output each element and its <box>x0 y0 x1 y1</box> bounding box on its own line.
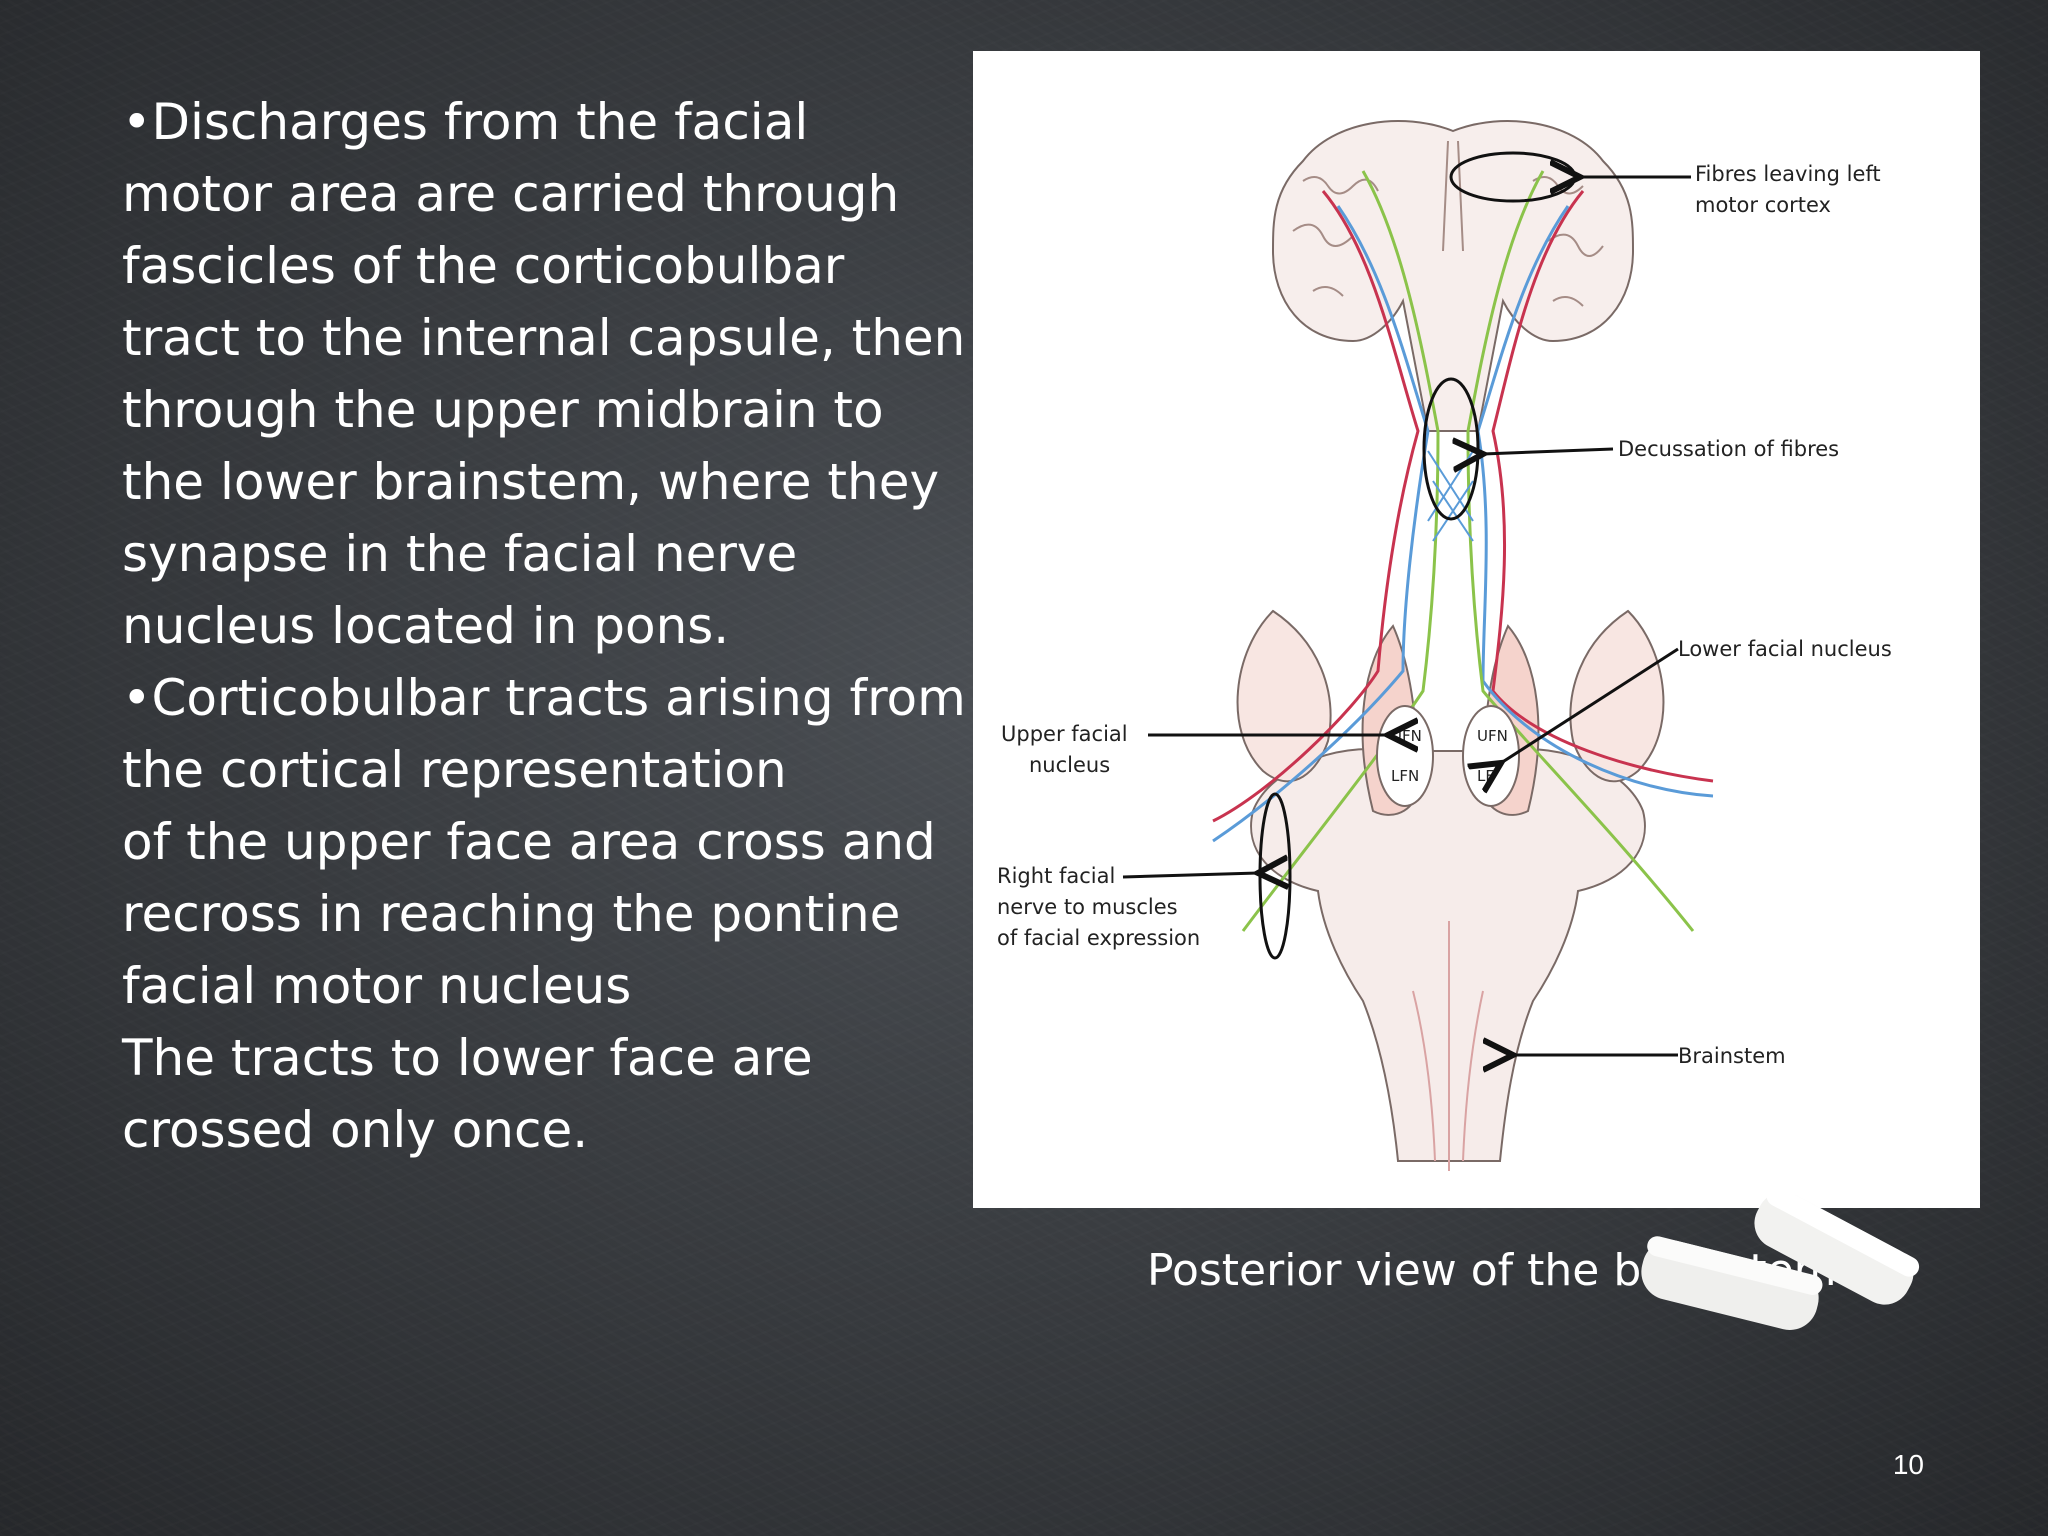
page-number: 10 <box>1892 1449 1924 1480</box>
ufn-left-label: UFN <box>1391 727 1422 745</box>
label-right-facial-3: of facial expression <box>997 926 1200 950</box>
label-brainstem: Brainstem <box>1678 1044 1786 1068</box>
slide-body-text: •Discharges from the facial motor area a… <box>122 86 972 1166</box>
red-tract-left <box>1212 190 1420 823</box>
right-facial-pointer <box>1122 873 1258 877</box>
paragraph-2: •Corticobulbar tracts arising from the c… <box>122 669 966 799</box>
label-lower-facial: Lower facial nucleus <box>1678 637 1892 661</box>
paragraph-1: •Discharges from the facial motor area a… <box>122 93 966 655</box>
label-fibres-2: motor cortex <box>1695 193 1831 217</box>
left-facial-nucleus <box>1376 705 1434 807</box>
blue-tract-left <box>1212 205 1430 843</box>
label-upper-facial-1: Upper facial <box>1001 722 1128 746</box>
green-tract-left <box>1241 170 1440 932</box>
label-upper-facial-2: nucleus <box>1029 753 1110 777</box>
left-cerebellar-lobe <box>1236 609 1332 783</box>
blue-tract-right <box>1476 205 1714 798</box>
figure-caption: Posterior view of the brainstem <box>1147 1245 1837 1296</box>
decussation-pointer <box>1483 449 1614 454</box>
decussation-cross <box>1427 450 1474 542</box>
green-tract-right <box>1466 170 1695 932</box>
right-cerebellar-lobe <box>1569 609 1665 783</box>
brainstem-diagram-svg: UFN LFN UFN LF Fibres leaving left motor… <box>997 120 1892 1171</box>
paragraph-3: of the upper face area cross and recross… <box>122 813 936 1015</box>
red-tract-right <box>1491 190 1714 783</box>
lower-facial-pointer <box>1501 647 1679 763</box>
ufn-right-label: UFN <box>1477 727 1508 745</box>
label-fibres-1: Fibres leaving left <box>1695 162 1881 186</box>
brainstem-diagram: UFN LFN UFN LF Fibres leaving left motor… <box>973 51 1980 1208</box>
cortex-outline <box>1271 120 1635 432</box>
paragraph-4: The tracts to lower face are crossed onl… <box>122 1029 813 1159</box>
lfn-left-label: LFN <box>1391 767 1419 785</box>
lfn-right-label: LF <box>1477 767 1494 785</box>
label-decussation: Decussation of fibres <box>1618 437 1839 461</box>
brainstem-shading <box>1412 921 1484 1171</box>
label-right-facial-1: Right facial <box>997 864 1115 888</box>
label-right-facial-2: nerve to muscles <box>997 895 1178 919</box>
